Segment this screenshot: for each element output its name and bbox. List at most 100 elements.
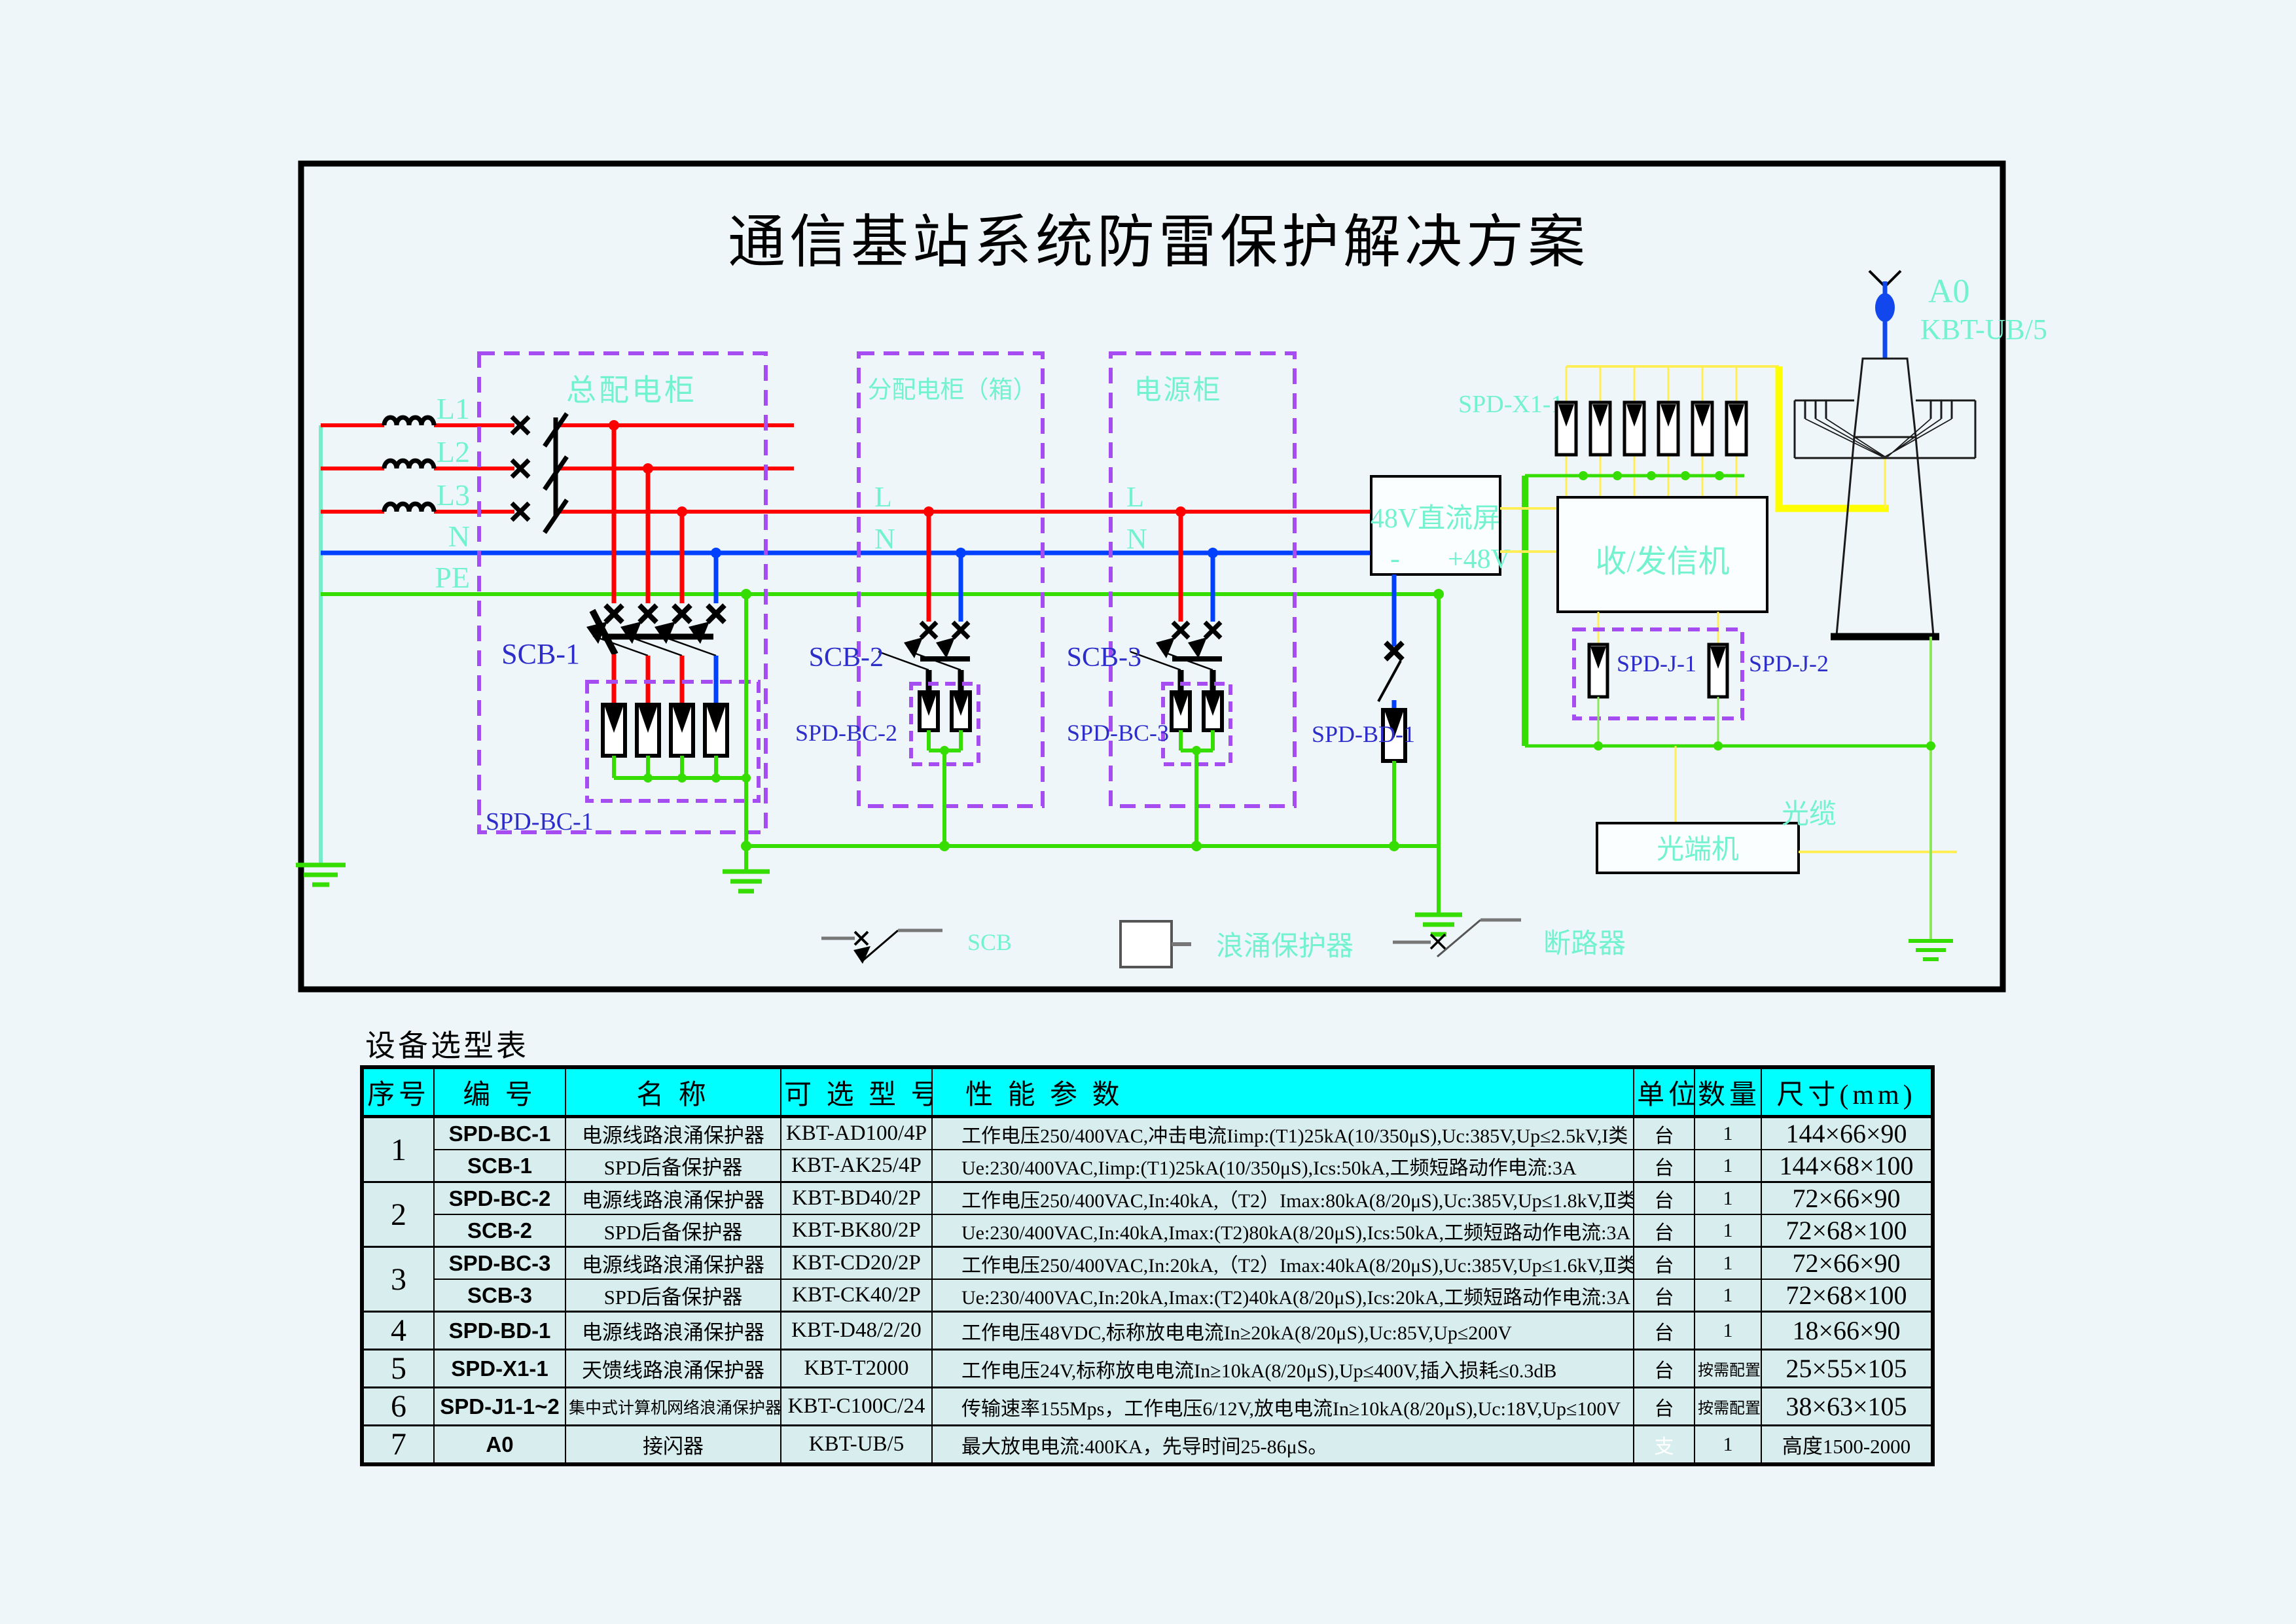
table-row: SCB-2 SPD后备保护器 KBT-BK80/2P Ue:230/400VAC… <box>362 1214 1933 1248</box>
bus-label-l2: L2 <box>437 435 470 468</box>
ground-symbol-right <box>1415 912 1462 937</box>
cell-qty: 1 <box>1694 1181 1762 1215</box>
cell-model: KBT-D48/2/20 <box>780 1311 933 1350</box>
cell-size: 38×63×105 <box>1761 1386 1933 1426</box>
cell-name: 接闪器 <box>565 1424 781 1465</box>
cell-qty: 1 <box>1694 1279 1762 1313</box>
cell-params: 工作电压250/400VAC,In:20kA,（T2）Imax:40kA(8/2… <box>931 1246 1634 1280</box>
table-row: 1 SPD-BC-1 电源线路浪涌保护器 KBT-AD100/4P 工作电压25… <box>361 1116 1933 1183</box>
header-params: 性 能 参 数 <box>931 1067 1634 1118</box>
optical-terminal-box <box>1596 822 1800 874</box>
cell-size: 18×66×90 <box>1761 1311 1933 1350</box>
label-spd-bc2: SPD-BC-2 <box>795 720 897 746</box>
cell-qty: 1 <box>1694 1246 1762 1280</box>
cabinet-label-power: 电源柜 <box>1134 376 1222 406</box>
cell-params: 工作电压250/400VAC,In:40kA,（T2）Imax:80kA(8/2… <box>931 1181 1634 1215</box>
cell-no: 2 <box>361 1181 435 1248</box>
header-qty: 数量 <box>1694 1067 1762 1118</box>
label-spd-j1: SPD-J-1 <box>1617 650 1696 677</box>
cell-name: 电源线路浪涌保护器 <box>565 1246 781 1280</box>
bus-label-n: N <box>448 520 470 553</box>
cell-model: KBT-C100C/24 <box>780 1386 933 1426</box>
cell-unit: 台 <box>1633 1181 1695 1215</box>
cell-code: SCB-1 <box>433 1149 566 1183</box>
ground-symbol-tower <box>1909 939 1953 961</box>
header-no: 序号 <box>361 1067 435 1118</box>
spd-j-box <box>1572 627 1744 720</box>
cabinet-box-dist <box>857 351 1045 808</box>
cell-size: 72×66×90 <box>1761 1181 1933 1215</box>
label-spd-bc1: SPD-BC-1 <box>486 808 594 836</box>
header-size: 尺寸(mm) <box>1761 1067 1933 1118</box>
cell-model: KBT-CD20/2P <box>780 1246 933 1280</box>
cell-model: KBT-CK40/2P <box>780 1279 933 1313</box>
dc-panel-plus: +48V <box>1448 544 1511 574</box>
cell-params: 最大放电电流:400KA，先导时间25-86μS。 <box>931 1424 1634 1465</box>
cell-model: KBT-BK80/2P <box>780 1214 933 1248</box>
cell-qty: 按需配置 <box>1694 1386 1762 1426</box>
table-row: 2 SPD-BC-2 电源线路浪涌保护器 KBT-BD40/2P 工作电压250… <box>361 1181 1933 1248</box>
table-row: 7 A0 接闪器 KBT-UB/5 最大放电电流:400KA，先导时间25-86… <box>361 1424 1933 1465</box>
power-cabinet-drops <box>1175 506 1218 622</box>
tower <box>1793 357 1977 641</box>
header-name: 名 称 <box>565 1067 781 1118</box>
inductor-l2 <box>382 458 437 469</box>
dc-panel-box <box>1370 475 1501 576</box>
main-cabinet-earth-drop <box>741 589 751 870</box>
cell-params: Ue:230/400VAC,Iimp:(T1)25kA(10/350μS),Ic… <box>931 1149 1634 1183</box>
cell-code: SPD-BD-1 <box>433 1311 566 1350</box>
cell-name: 电源线路浪涌保护器 <box>565 1116 781 1150</box>
bus-label-pe: PE <box>435 561 470 594</box>
cell-model: KBT-AD100/4P <box>780 1116 933 1150</box>
antenna-code-label: A0 <box>1928 273 1970 310</box>
cell-params: 工作电压24V,标称放电电流In≥10kA(8/20μS),Up≤400V,插入… <box>931 1349 1634 1388</box>
power-label-n: N <box>1126 523 1147 555</box>
cell-model: KBT-T2000 <box>780 1349 933 1388</box>
table-row: 6 SPD-J1-1~2 集中式计算机网络浪涌保护器 KBT-C100C/24 … <box>361 1386 1933 1426</box>
label-scb1: SCB-1 <box>501 638 580 670</box>
spd-bc2-modules <box>918 690 972 851</box>
cabinet-box-main <box>477 351 768 834</box>
scb1-breaker-group <box>586 603 726 657</box>
spd-bc1-modules <box>601 703 746 783</box>
cell-params: Ue:230/400VAC,In:40kA,Imax:(T2)80kA(8/20… <box>931 1214 1634 1248</box>
transceiver-label: 收/发信机 <box>1595 544 1729 579</box>
main-isolator-switch <box>510 412 569 534</box>
spd-bc3-box <box>1161 682 1232 766</box>
header-model: 可 选 型 号 <box>780 1067 933 1118</box>
tower-earth <box>1926 637 1935 940</box>
scb3-breaker-group <box>1130 620 1223 692</box>
spd-bc3-modules <box>1170 690 1224 851</box>
legend-breaker-symbol <box>1393 918 1521 958</box>
cell-params: Ue:230/400VAC,In:20kA,Imax:(T2)40kA(8/20… <box>931 1279 1634 1313</box>
cell-unit: 台 <box>1633 1214 1695 1248</box>
cell-name: 电源线路浪涌保护器 <box>565 1311 781 1350</box>
air-terminal <box>1868 270 1902 359</box>
cell-qty: 1 <box>1694 1116 1762 1150</box>
cell-name: 天馈线路浪涌保护器 <box>565 1349 781 1388</box>
bus-label-l3: L3 <box>437 478 470 512</box>
cell-unit: 台 <box>1633 1311 1695 1350</box>
table-row: SCB-1 SPD后备保护器 KBT-AK25/4P Ue:230/400VAC… <box>362 1149 1933 1183</box>
earth-bus-lower <box>746 589 1444 913</box>
scb1-to-spd-wires <box>611 654 719 705</box>
cell-code: SPD-J1-1~2 <box>433 1386 566 1426</box>
cell-no: 4 <box>361 1311 435 1350</box>
cell-code: SCB-2 <box>433 1214 566 1248</box>
table-row: 5 SPD-X1-1 天馈线路浪涌保护器 KBT-T2000 工作电压24V,标… <box>361 1349 1933 1388</box>
cell-size: 144×68×100 <box>1761 1149 1933 1183</box>
ground-symbol-left <box>296 862 346 887</box>
cell-name: 电源线路浪涌保护器 <box>565 1181 781 1215</box>
legend-breaker-label: 断路器 <box>1543 929 1626 959</box>
cell-name: SPD后备保护器 <box>565 1279 781 1313</box>
dist-label-n: N <box>874 523 895 555</box>
cell-size: 高度1500-2000 <box>1761 1424 1933 1465</box>
cell-model: KBT-BD40/2P <box>780 1181 933 1215</box>
cell-params: 传输速率155Mps，工作电压6/12V,放电电流In≥10kA(8/20μS)… <box>931 1386 1634 1426</box>
label-scb3: SCB-3 <box>1067 643 1141 673</box>
optical-cable-label: 光缆 <box>1782 800 1837 830</box>
label-spd-x11: SPD-X1-1 <box>1458 391 1563 418</box>
table-row: SCB-3 SPD后备保护器 KBT-CK40/2P Ue:230/400VAC… <box>362 1279 1933 1313</box>
